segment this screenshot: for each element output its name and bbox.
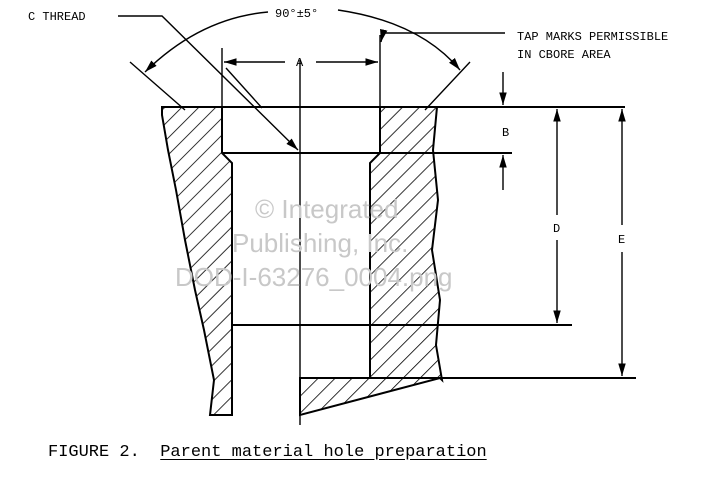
dimension-e-label: E — [618, 233, 625, 247]
watermark-line2: Publishing, Inc. — [232, 228, 408, 258]
tap-marks-label-line2: IN CBORE AREA — [517, 48, 611, 62]
angle-label: 90°±5° — [275, 7, 318, 21]
watermark: © Integrated Publishing, Inc. DOD-I-6327… — [175, 194, 453, 292]
dimension-b-label: B — [502, 126, 509, 140]
c-thread-label: C THREAD — [28, 10, 86, 24]
right-material-section — [299, 106, 444, 417]
geometry-lines — [118, 9, 636, 425]
figure-number: FIGURE 2. — [48, 443, 140, 462]
dimension-a-label: A — [296, 56, 304, 70]
watermark-line3: DOD-I-63276_0004.png — [175, 262, 453, 292]
figure-title: Parent material hole preparation — [160, 443, 487, 462]
left-material-section — [161, 106, 233, 416]
figure-caption: FIGURE 2. Parent material hole preparati… — [48, 443, 487, 462]
tap-marks-label-line1: TAP MARKS PERMISSIBLE — [517, 30, 668, 44]
watermark-line1: © Integrated — [255, 194, 398, 224]
dimension-d-label: D — [553, 222, 560, 236]
